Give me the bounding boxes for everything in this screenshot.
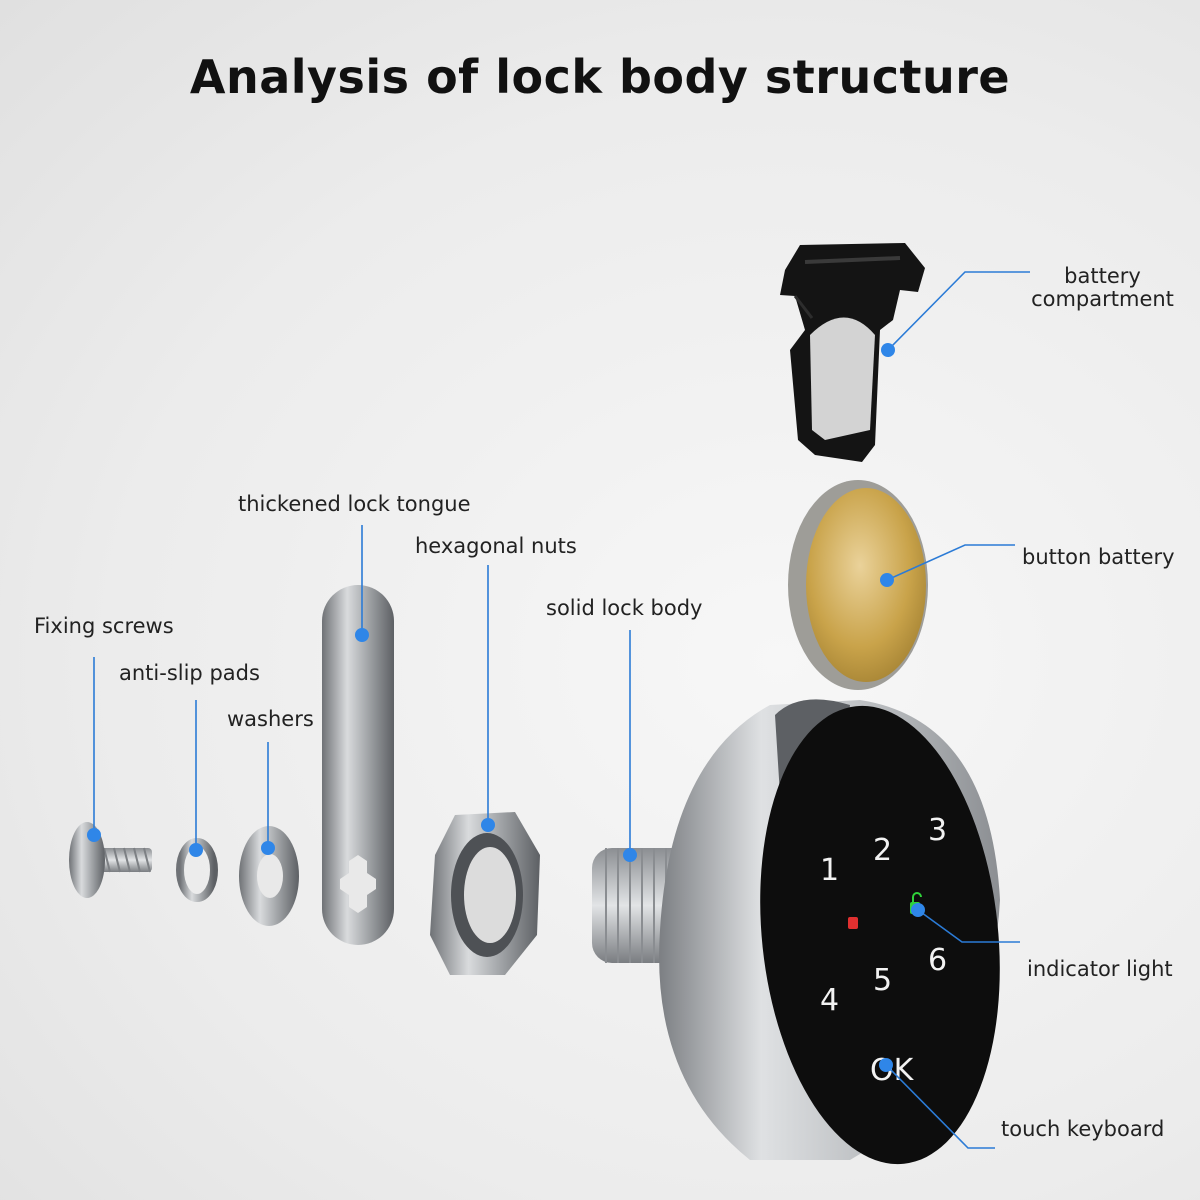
keypad-key-2[interactable]: 2 xyxy=(873,833,892,868)
keypad-key-4[interactable]: 4 xyxy=(820,983,839,1018)
keypad-key-6[interactable]: 6 xyxy=(928,943,947,978)
label-hexagonal-nuts: hexagonal nuts xyxy=(415,534,577,558)
washer-part xyxy=(239,826,299,926)
keypad-key-1[interactable]: 1 xyxy=(820,853,839,888)
label-anti-slip-pads: anti-slip pads xyxy=(119,661,260,685)
label-thickened-lock-tongue: thickened lock tongue xyxy=(238,492,471,516)
label-battery-compartment: battery compartment xyxy=(1020,265,1185,311)
dot-battery-compartment xyxy=(881,343,895,357)
dot-washers xyxy=(261,841,275,855)
dot-lock-body xyxy=(623,848,637,862)
fixing-screw-part xyxy=(69,822,152,898)
label-indicator-light: indicator light xyxy=(1027,957,1173,981)
lock-closed-icon xyxy=(848,917,858,929)
dot-indicator-light xyxy=(911,903,925,917)
dot-touch-keyboard xyxy=(879,1058,893,1072)
dot-anti-slip-pads xyxy=(189,843,203,857)
label-washers: washers xyxy=(227,707,314,731)
anti-slip-pad-part xyxy=(176,838,218,902)
dot-hex-nut xyxy=(481,818,495,832)
button-battery-part xyxy=(788,480,928,690)
touch-keypad-face: 1 2 3 4 5 6 OK xyxy=(760,705,1000,1165)
leader-battery-compartment xyxy=(887,271,1030,351)
keypad-key-5[interactable]: 5 xyxy=(873,963,892,998)
label-solid-lock-body: solid lock body xyxy=(546,596,703,620)
label-battery-compartment-line1: battery xyxy=(1064,264,1141,288)
leader-lines xyxy=(93,271,1030,1149)
battery-compartment-part xyxy=(780,243,925,462)
label-battery-compartment-line2: compartment xyxy=(1031,287,1174,311)
hexagonal-nut-part xyxy=(430,812,540,975)
leader-dots xyxy=(87,343,925,1072)
label-touch-keyboard: touch keyboard xyxy=(1001,1117,1165,1141)
dot-button-battery xyxy=(880,573,894,587)
label-button-battery: button battery xyxy=(1022,545,1175,569)
leader-touch-keyboard xyxy=(885,1064,995,1149)
label-fixing-screws: Fixing screws xyxy=(34,614,174,638)
leader-indicator-light xyxy=(917,909,1020,943)
page-title: Analysis of lock body structure xyxy=(189,50,1011,104)
leader-button-battery xyxy=(886,544,1015,581)
lock-tongue-part xyxy=(322,585,394,945)
dot-fixing-screws xyxy=(87,828,101,842)
keypad-key-3[interactable]: 3 xyxy=(928,813,947,848)
dot-lock-tongue xyxy=(355,628,369,642)
